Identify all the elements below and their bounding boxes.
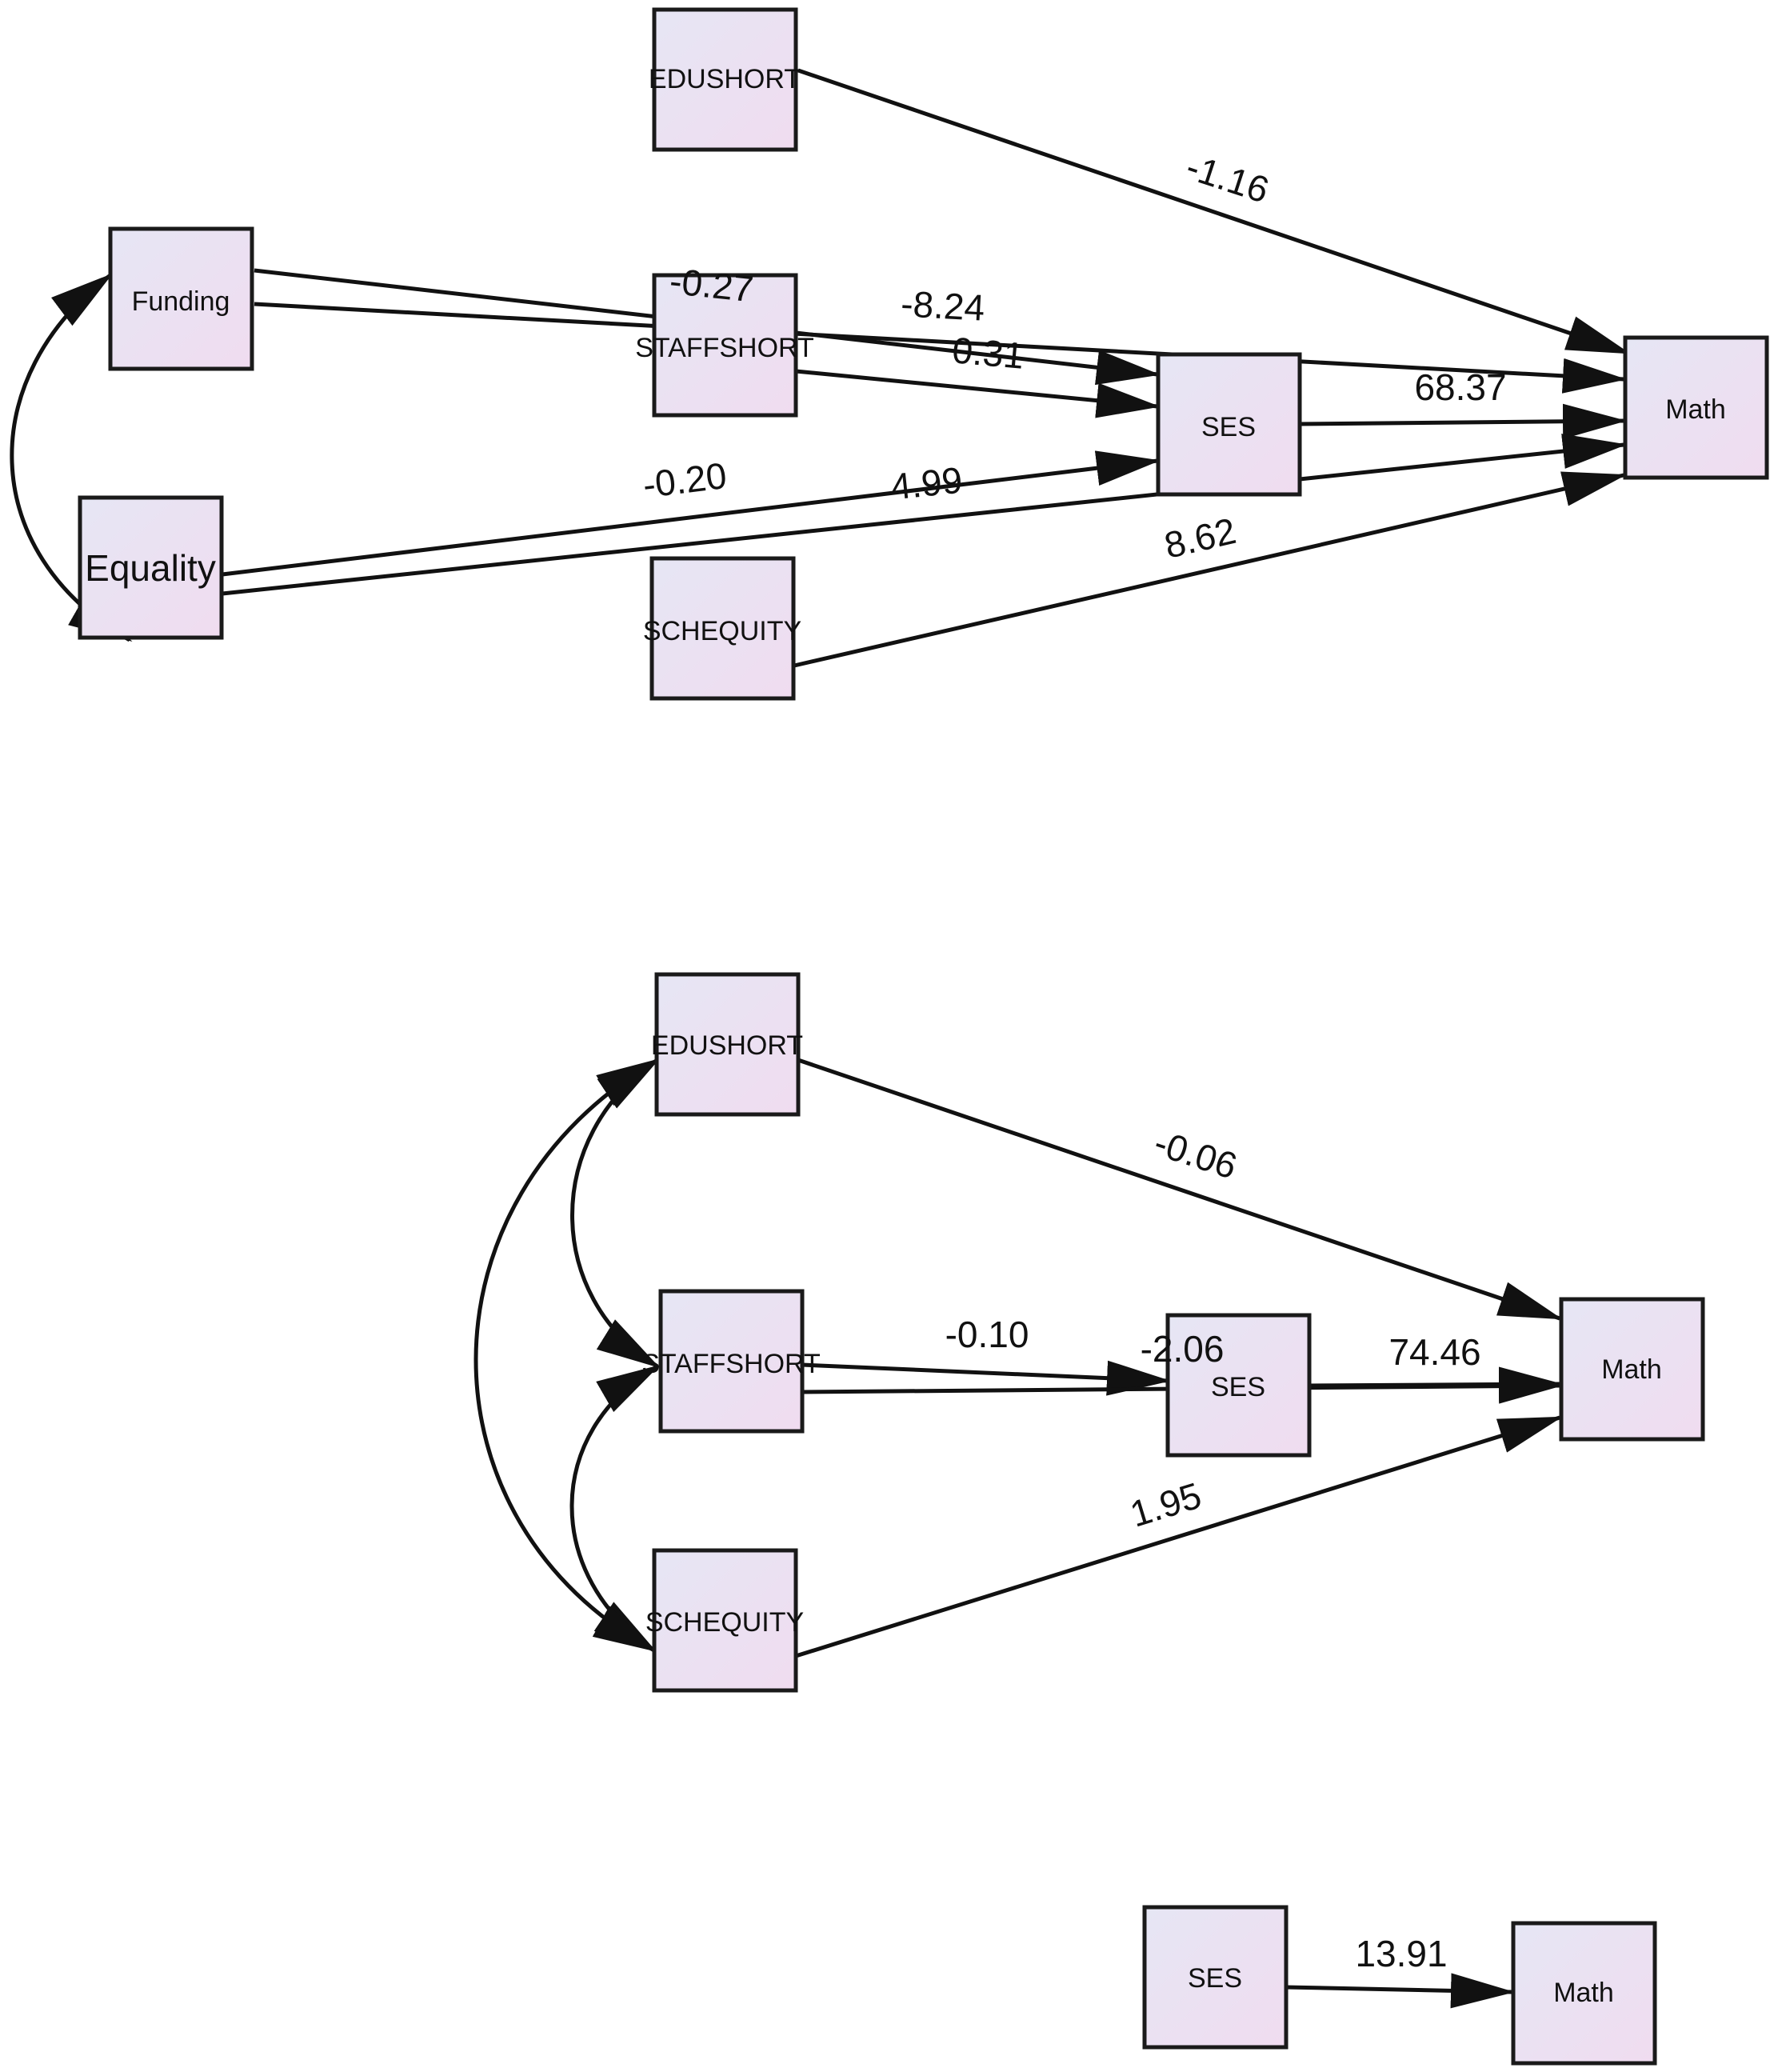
edge-ses-math — [1285, 1973, 1515, 2009]
node-label: Math — [1665, 394, 1726, 425]
coef-ses-math: 13.91 — [1355, 1933, 1447, 1974]
edge-edushort-math — [797, 68, 1631, 355]
coef-staffshort-math: -2.06 — [1141, 1328, 1225, 1370]
node-math: Math — [1623, 335, 1769, 480]
coef-funding-ses: -0.27 — [668, 260, 756, 310]
node-math: Math — [1511, 1921, 1657, 2066]
node-label: EDUSHORT — [651, 1030, 803, 1061]
coef-funding-math: -8.24 — [900, 282, 985, 328]
coef-equality-ses: -0.20 — [641, 454, 729, 506]
node-schequity: SCHEQUITY — [645, 1548, 804, 1693]
node-ses: SES — [1165, 1313, 1312, 1458]
edge-schequity-math — [795, 1415, 1563, 1658]
edge-edushort-schequity-covariance — [473, 1058, 661, 1653]
coef-schequity-math: 8.62 — [1161, 510, 1240, 566]
edge-funding-math — [254, 302, 1627, 394]
node-label: SES — [1201, 412, 1256, 442]
node-label: SES — [1188, 1963, 1242, 1994]
node-label: STAFFSHORT — [641, 1349, 821, 1379]
coef-ses-math: 74.46 — [1388, 1331, 1480, 1373]
edge-staffshort-ses — [795, 369, 1161, 418]
node-ses: SES — [1156, 352, 1302, 497]
node-label: Math — [1553, 1978, 1614, 2008]
node-label: SCHEQUITY — [645, 1607, 804, 1638]
coef-ses-math: 68.37 — [1414, 366, 1506, 408]
node-staffshort: STAFFSHORT — [635, 273, 814, 418]
coef-staffshort-ses: 0.31 — [951, 329, 1026, 377]
edge-staffshort-ses — [801, 1360, 1171, 1396]
coef-staffshort-ses: -0.10 — [945, 1314, 1029, 1355]
coef-edushort-math: -1.16 — [1181, 146, 1274, 211]
node-schequity: SCHEQUITY — [643, 556, 801, 701]
edge-funding-equality-covariance — [10, 273, 133, 642]
node-label: Equality — [85, 547, 216, 589]
node-label: SES — [1211, 1372, 1265, 1402]
coef-equality-math: 4.99 — [889, 459, 964, 508]
edge-ses-math — [1299, 403, 1627, 439]
edge-edushort-math — [797, 1058, 1563, 1321]
node-math: Math — [1559, 1297, 1705, 1442]
coef-edushort-math: -0.06 — [1149, 1122, 1242, 1187]
edge-edushort-staffshort-covariance — [570, 1058, 661, 1369]
panel-bottom: SES Math 13.91 — [1142, 1905, 1657, 2066]
node-label: EDUSHORT — [649, 64, 801, 94]
node-ses: SES — [1142, 1905, 1289, 2050]
panel-top: EDUSHORT Funding STAFFSHORT SES Math Equ… — [10, 7, 1769, 701]
panel-middle: EDUSHORT STAFFSHORT SES Math SCHEQUITY -… — [473, 972, 1705, 1693]
node-label: SCHEQUITY — [643, 616, 801, 646]
node-edushort: EDUSHORT — [649, 7, 801, 152]
node-staffshort: STAFFSHORT — [641, 1289, 821, 1434]
node-funding: Funding — [108, 226, 254, 371]
edge-equality-math — [222, 434, 1627, 596]
node-label: Math — [1601, 1354, 1662, 1385]
node-label: Funding — [132, 286, 230, 317]
node-edushort: EDUSHORT — [651, 972, 803, 1117]
node-label: STAFFSHORT — [635, 333, 814, 363]
edge-equality-ses — [222, 450, 1161, 577]
node-equality: Equality — [78, 495, 224, 640]
coef-schequity-math: 1.95 — [1125, 1474, 1206, 1535]
edge-ses-math — [1309, 1366, 1563, 1402]
edge-schequity-math — [793, 471, 1627, 668]
